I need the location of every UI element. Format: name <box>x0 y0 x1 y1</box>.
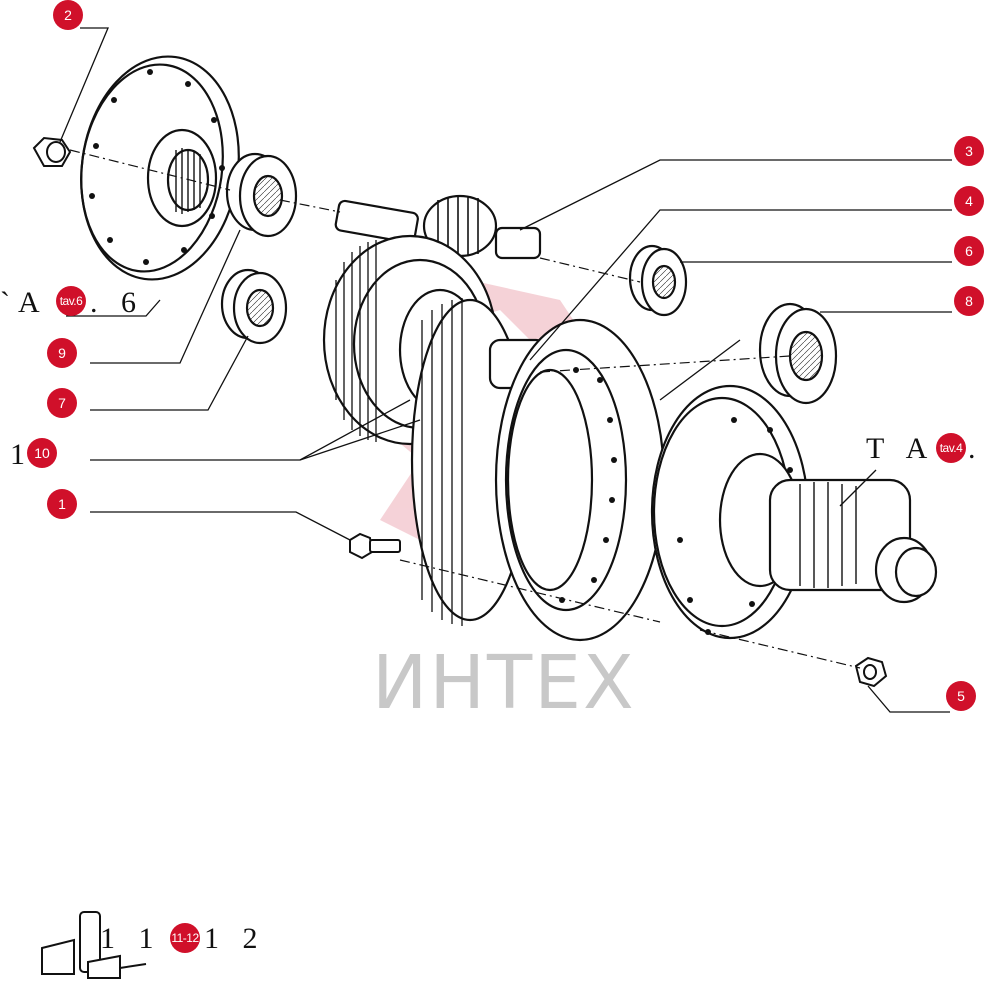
callout-10[interactable]: 10 <box>27 438 57 468</box>
callout-4[interactable]: 4 <box>954 186 984 216</box>
bearing-6 <box>628 244 688 317</box>
hub-flange <box>650 384 938 640</box>
callout-9[interactable]: 9 <box>47 338 77 368</box>
leader-lines <box>59 27 952 713</box>
callout-7[interactable]: 7 <box>47 388 77 418</box>
page-ref-badge[interactable]: 11-12 <box>170 923 200 953</box>
book-icon <box>41 911 147 979</box>
ref-left-text-b: . 6 <box>90 286 144 319</box>
part-10-prefix: 1 <box>10 438 33 471</box>
bearing-8 <box>758 302 838 405</box>
page-ref-text-a: 1 1 <box>100 922 162 955</box>
watermark-text: ИНТЕХ <box>372 640 636 726</box>
nut-5 <box>854 656 888 688</box>
ref-right-text-b: . <box>968 432 984 465</box>
nut-2 <box>32 136 72 167</box>
bolt-1 <box>349 532 401 560</box>
callout-5[interactable]: 5 <box>946 681 976 711</box>
bearing-upper-left <box>225 152 298 238</box>
ref-tav4-badge[interactable]: tav.4 <box>936 433 966 463</box>
page-ref-text-b: 1 2 <box>204 922 266 955</box>
callout-1[interactable]: 1 <box>47 489 77 519</box>
left-flange <box>80 55 240 281</box>
crown-wheel <box>494 318 666 642</box>
pinion-shaft <box>334 194 542 260</box>
center-lines <box>69 149 861 669</box>
bearing-7 <box>220 268 288 345</box>
ref-right-text-a: T A <box>866 432 936 465</box>
callout-2[interactable]: 2 <box>53 0 83 30</box>
ref-tav6-badge[interactable]: tav.6 <box>56 286 86 316</box>
callout-6[interactable]: 6 <box>954 236 984 266</box>
callout-8[interactable]: 8 <box>954 286 984 316</box>
callout-3[interactable]: 3 <box>954 136 984 166</box>
ref-left-text-a: ˋA <box>0 286 48 319</box>
